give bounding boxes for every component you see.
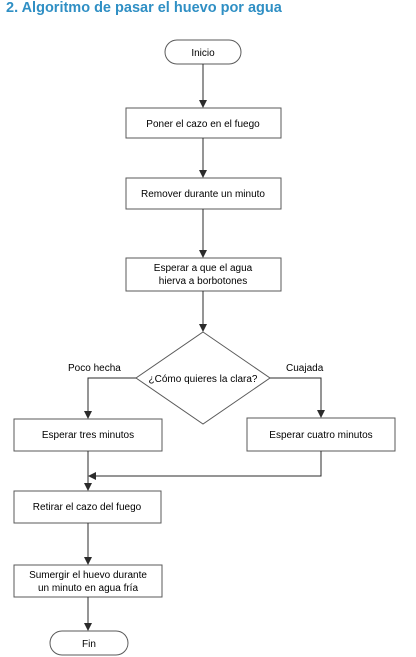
page-title: 2. Algoritmo de pasar el huevo por agua: [6, 0, 282, 16]
step-tres-minutos-label: Esperar tres minutos: [42, 430, 134, 441]
step-poner-cazo-shape: [125, 107, 282, 139]
branch-label-cuajada: Cuajada: [286, 363, 324, 374]
connector-decision-to-cuatro: [270, 377, 325, 418]
step-remover-shape: [125, 177, 282, 210]
start-node: Inicio: [164, 39, 242, 65]
end-node: Fin: [49, 630, 129, 656]
end-node-label: Fin: [82, 639, 96, 650]
step-retirar-cazo: Retirar el cazo del fuego: [13, 490, 162, 524]
decision-clara-shape: [135, 331, 271, 425]
decision-clara: ¿Cómo quieres la clara?: [135, 331, 271, 425]
step-retirar-cazo-shape: [13, 490, 162, 524]
end-node-shape: [49, 630, 129, 656]
step-esperar-hervir-label-line1: Esperar a que el agua: [154, 263, 253, 274]
step-esperar-hervir: Esperar a que el agua hierva a borbotone…: [125, 257, 282, 292]
step-sumergir-huevo-label-line2: un minuto en agua fría: [38, 583, 139, 594]
step-sumergir-huevo-shape: [13, 564, 163, 598]
step-cuatro-minutos: Esperar cuatro minutos: [246, 417, 396, 452]
step-retirar-cazo-label: Retirar el cazo del fuego: [33, 502, 142, 513]
step-sumergir-huevo-label-line1: Sumergir el huevo durante: [29, 570, 147, 581]
step-remover-label: Remover durante un minuto: [141, 189, 265, 200]
connector-decision-to-tres: [84, 377, 136, 419]
decision-clara-label: ¿Cómo quieres la clara?: [149, 374, 258, 385]
step-tres-minutos: Esperar tres minutos: [13, 418, 163, 452]
step-remover: Remover durante un minuto: [125, 177, 282, 210]
start-node-label: Inicio: [191, 48, 215, 59]
step-poner-cazo: Poner el cazo en el fuego: [125, 107, 282, 139]
step-cuatro-minutos-label: Esperar cuatro minutos: [269, 430, 372, 441]
step-esperar-hervir-label-line2: hierva a borbotones: [159, 276, 247, 287]
connector-cuatro-to-merge: [88, 451, 322, 480]
branch-label-poco-hecha: Poco hecha: [68, 363, 121, 374]
step-poner-cazo-label: Poner el cazo en el fuego: [146, 119, 260, 130]
step-sumergir-huevo: Sumergir el huevo durante un minuto en a…: [13, 564, 163, 598]
